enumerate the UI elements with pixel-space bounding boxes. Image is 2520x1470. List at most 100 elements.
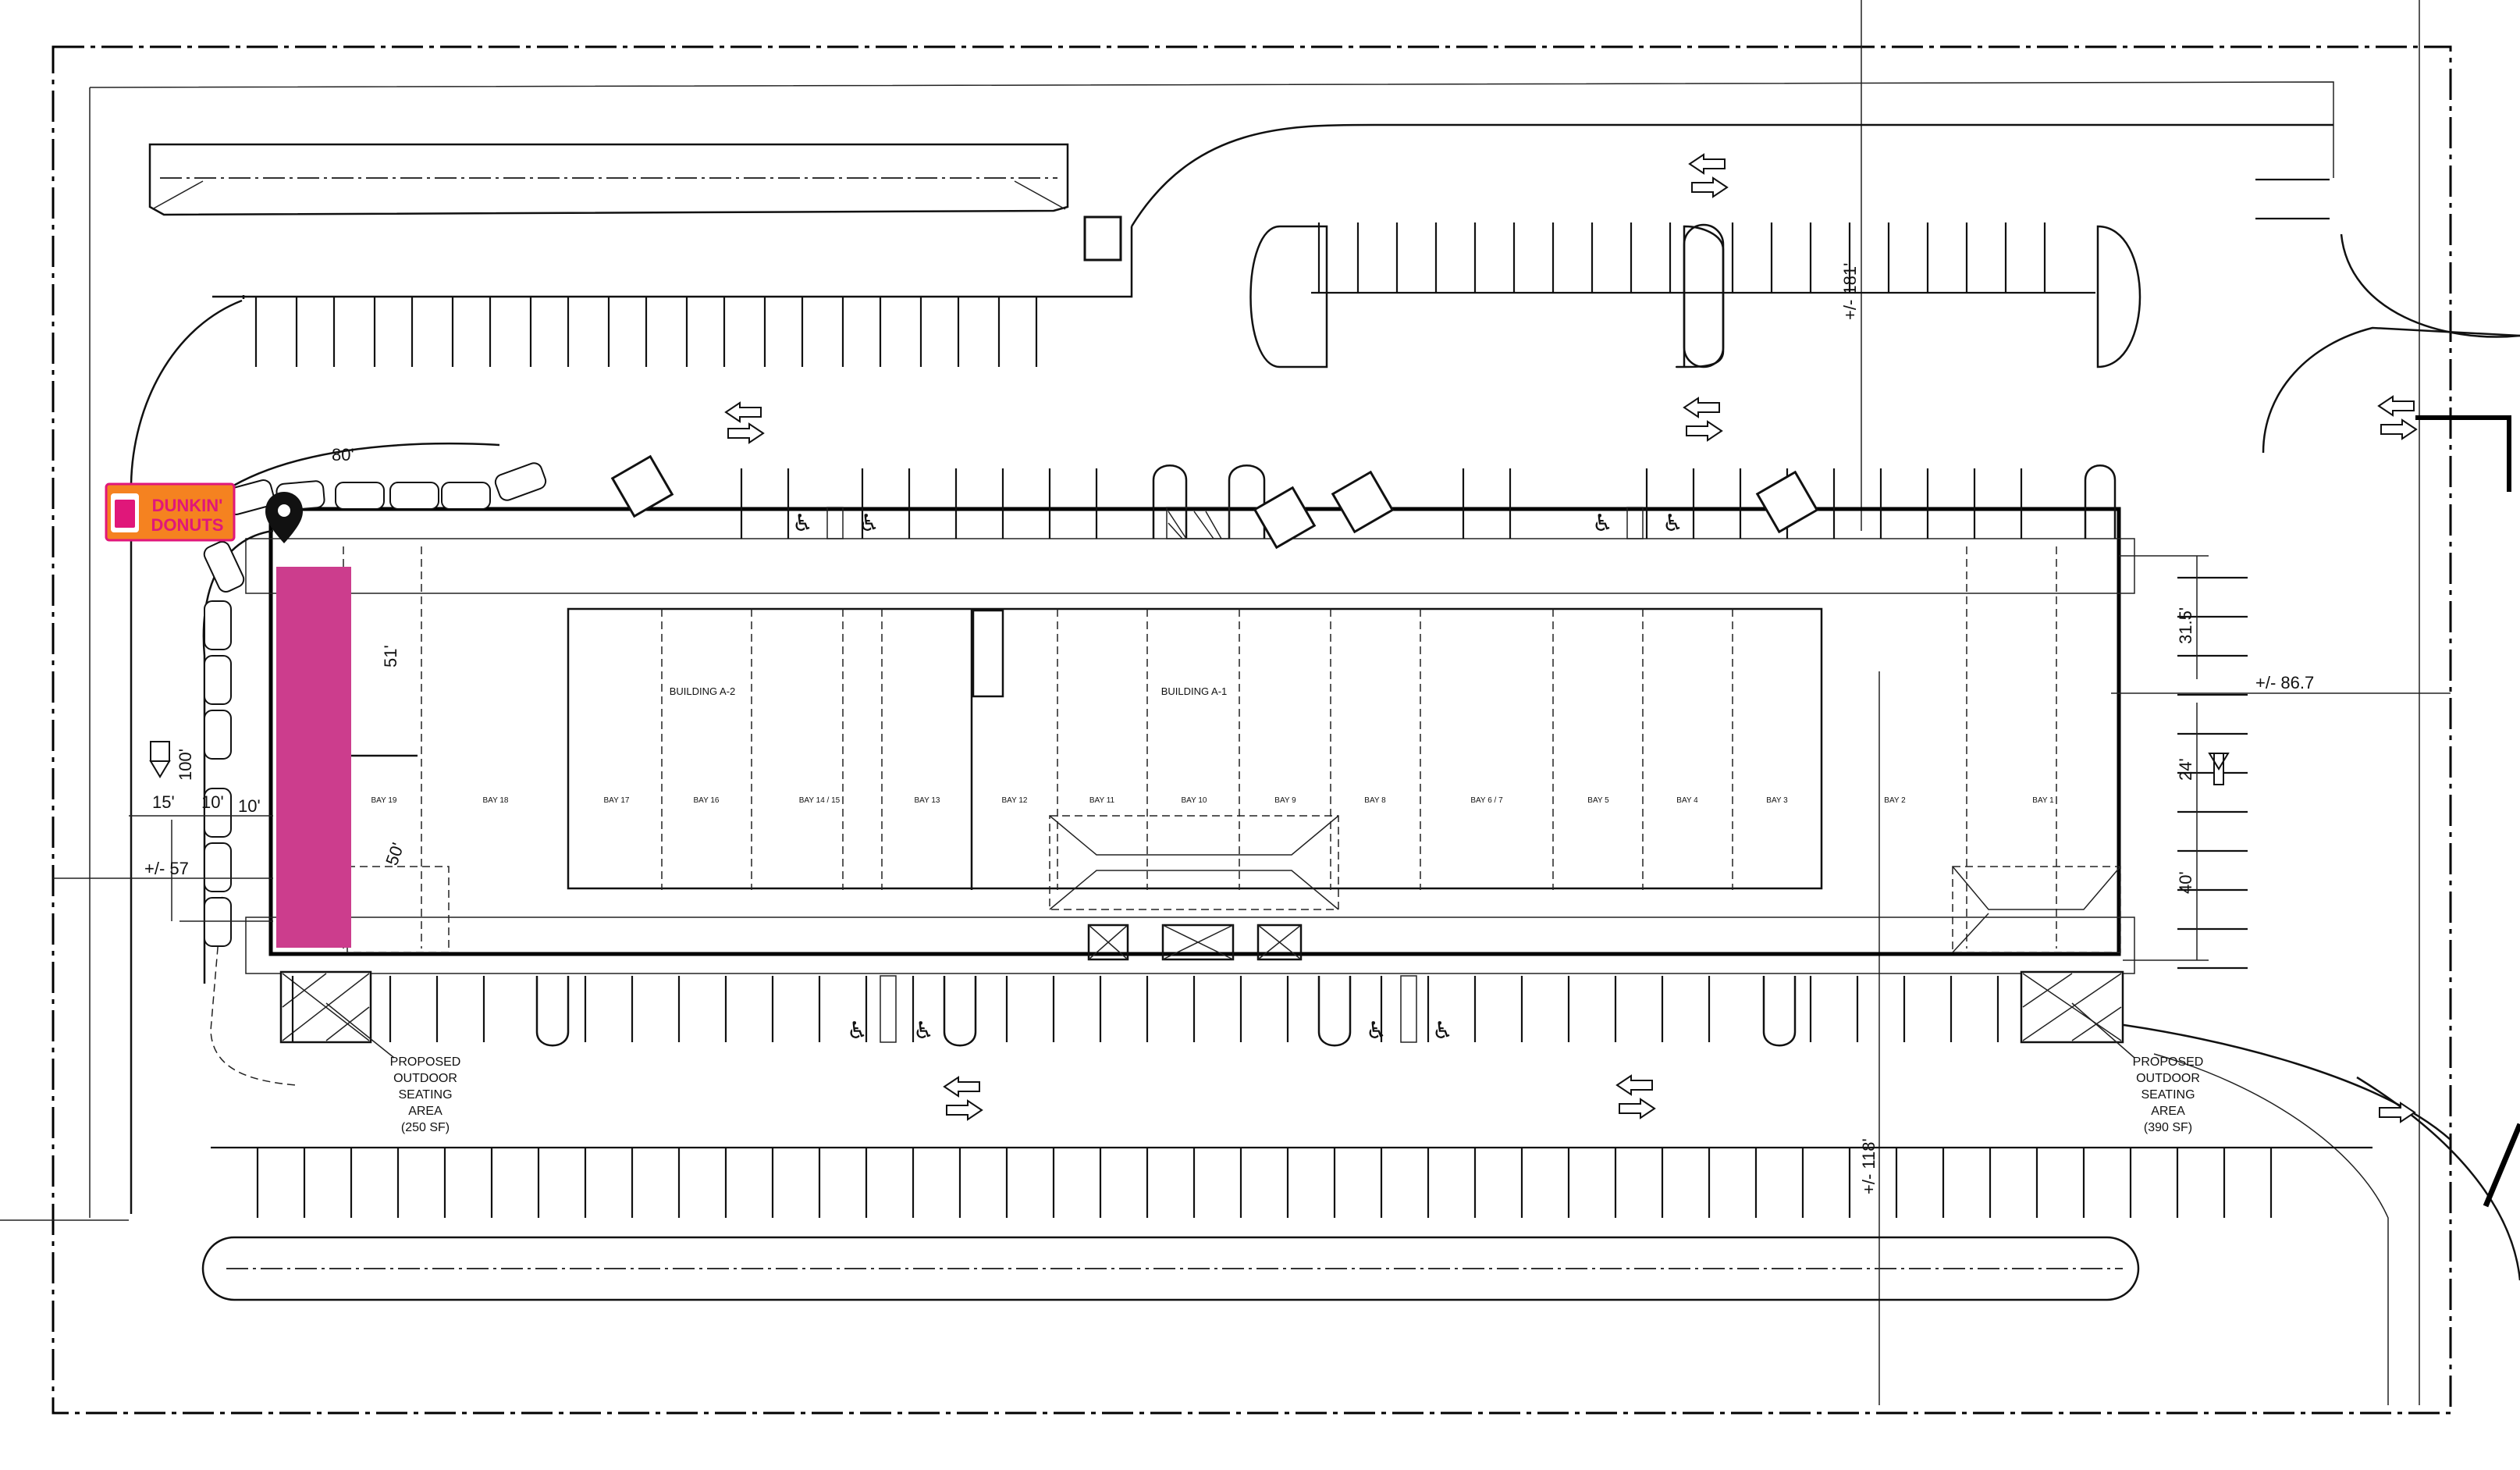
landscape-hatch [151, 180, 1066, 210]
bay-label: BAY 16 [694, 796, 720, 805]
dim-50: 50' [382, 840, 407, 867]
dim-100: 100' [176, 749, 195, 781]
island-top-right [1249, 225, 1328, 368]
island-right [2096, 225, 2141, 368]
dim-118: +/- 118' [1859, 1138, 1878, 1194]
logo-line-2: DONUTS [151, 515, 224, 535]
building-a2-label: BUILDING A-2 [670, 685, 736, 697]
dim-24: 24' [2176, 758, 2195, 781]
seating-right-line: AREA [2151, 1105, 2185, 1118]
site-line [89, 81, 2334, 1218]
bay-label: BAY 10 [1182, 796, 1207, 805]
location-pin-icon [265, 492, 303, 543]
bay-label: BAY 14 / 15 [799, 796, 841, 805]
seating-left-line: PROPOSED [390, 1055, 461, 1069]
drive-curve-right-top [2340, 233, 2520, 338]
seating-left-line: OUTDOOR [393, 1072, 457, 1085]
meter-room [972, 609, 1004, 698]
canopy-right [1952, 866, 2121, 953]
drive-curve-top [1130, 123, 2333, 227]
bay-label: BAY 11 [1089, 796, 1115, 805]
seating-left-line: AREA [408, 1105, 443, 1118]
curb-mark-right [2415, 415, 2511, 492]
accessible-icon: ♿ [1662, 510, 1683, 537]
parking-stalls-building-south [291, 976, 1999, 1042]
seating-right-line: PROPOSED [2133, 1055, 2204, 1069]
bay-label: BAY 8 [1364, 796, 1386, 805]
outdoor-seating-left [279, 970, 372, 1044]
accessible-icon: ♿ [1432, 1017, 1453, 1045]
bay-label: BAY 5 [1587, 796, 1609, 805]
dim-181: +/- 181' [1840, 263, 1860, 320]
bay-label: BAY 17 [604, 796, 630, 805]
bay-label: BAY 13 [915, 796, 940, 805]
bay-label: BAY 1 [2032, 796, 2054, 805]
dim-86-7: +/- 86.7 [2255, 673, 2314, 692]
top-landscape-strip [148, 143, 1069, 216]
dumpster-enclosures [610, 215, 1819, 550]
seating-right-line: (390 SF) [2144, 1121, 2192, 1134]
dim-15: 15' [152, 792, 175, 812]
dim-10b: 10' [238, 796, 261, 816]
island-bottom-left [201, 1236, 2140, 1301]
parking-stalls-bottom [211, 1146, 2372, 1218]
accessible-icon: ♿ [1366, 1017, 1387, 1045]
seating-left-line: SEATING [398, 1088, 452, 1102]
curb-mark-bottom-right [2483, 1123, 2520, 1208]
parking-stalls-right [2177, 178, 2330, 970]
building-south-islands [535, 976, 1797, 1047]
dunkin-donuts-logo: DUNKIN' DONUTS [105, 482, 236, 542]
drive-curve-left [130, 299, 243, 1214]
canopy-hip [1049, 815, 1339, 910]
seating-right-line: SEATING [2141, 1088, 2195, 1102]
utility-boxes [1087, 924, 1303, 961]
bay-label: BAY 12 [1002, 796, 1028, 805]
seating-label-left: PROPOSED OUTDOOR SEATING AREA (250 SF) [390, 1055, 461, 1134]
drive-curve-bottom-right-3 [2153, 1053, 2389, 1405]
bay-label: BAY 19 [371, 796, 397, 805]
bay-label: BAY 6 / 7 [1470, 796, 1503, 805]
bay-label: BAY 4 [1676, 796, 1698, 805]
dim-31-5: 31.5' [2176, 607, 2195, 644]
building-outline [268, 507, 2121, 956]
striping-north [826, 507, 1644, 539]
sidewalk-top [245, 538, 2135, 594]
dunkin-space-highlight [276, 567, 351, 948]
accessible-icon: ♿ [858, 510, 880, 537]
leader-left [325, 1002, 395, 1059]
seating-right-line: OUTDOOR [2136, 1072, 2200, 1085]
accessible-icon: ♿ [792, 510, 813, 537]
island-mid-rect [1683, 223, 1725, 368]
accessible-parking-icons: ♿ ♿ ♿ ♿ ♿ ♿ ♿ ♿ [792, 510, 1683, 1045]
building-a1-label: BUILDING A-1 [1161, 685, 1228, 697]
bay-label: BAY 2 [1884, 796, 1906, 805]
canopy [1049, 815, 1339, 910]
bay-label: BAY 18 [483, 796, 509, 805]
bay-label: BAY 9 [1274, 796, 1296, 805]
canopy-left [347, 866, 450, 953]
sidewalk-bottom [245, 917, 2135, 974]
drive-curve-right [2262, 326, 2520, 454]
drive-curve-bottom-right [2106, 1021, 2451, 1141]
accessible-icon: ♿ [847, 1017, 868, 1045]
accessible-icon: ♿ [913, 1017, 934, 1045]
dim-51: 51' [381, 645, 400, 667]
traffic-arrows [149, 153, 2418, 1123]
dim-40: 40' [2176, 871, 2195, 894]
striping-south [880, 975, 1417, 1043]
top-parking-row [212, 223, 2141, 368]
accessible-icon: ♿ [1592, 510, 1613, 537]
queued-cars [203, 462, 547, 947]
drive-curve-bottom-right-2 [2356, 1076, 2520, 1281]
logo-line-1: DUNKIN' [152, 496, 223, 515]
bay-label: BAY 3 [1766, 796, 1788, 805]
bay-labels: BAY 19 BAY 18 BAY 17 BAY 16 BAY 14 / 15 … [371, 796, 2055, 805]
building-north-islands [1152, 464, 2117, 539]
dimension-labels: 80' 51' 100' 15' 10' 10' 50' +/- 57 31.5… [144, 263, 2314, 1194]
dimension-lines [53, 555, 2451, 961]
dim-57: +/- 57 [144, 859, 189, 878]
outdoor-seating-right [2020, 970, 2124, 1044]
drive-thru-lane [210, 846, 297, 1086]
leader-right [2071, 1002, 2135, 1059]
